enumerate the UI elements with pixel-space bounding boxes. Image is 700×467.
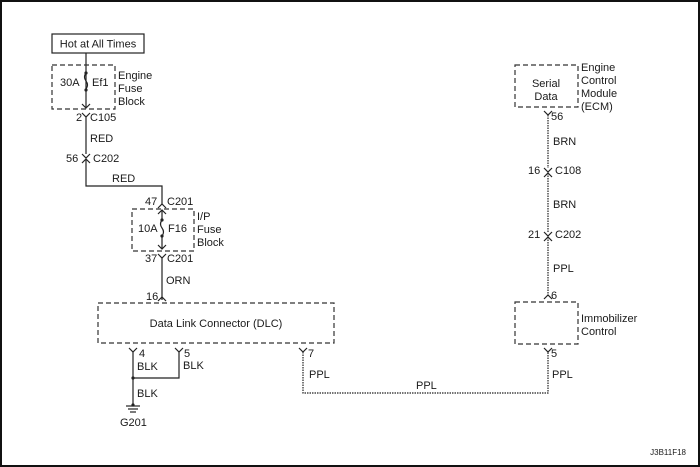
power-source-box: Hot at All Times [51, 33, 145, 54]
dlc-pin-16: 16 [146, 291, 158, 303]
c201-in-pin: 47 [145, 196, 157, 208]
wire-color-ppl-c202: PPL [553, 263, 574, 275]
immobilizer-control-module: 6 Immobilizer Control 5 [514, 290, 638, 360]
ecm-inner-label-2: Data [534, 91, 558, 103]
fuse-ef1-icon [83, 72, 89, 90]
fuse-f16-icon [159, 219, 165, 237]
fuse-f16-rating: 10A [138, 223, 158, 235]
power-source-label: Hot at All Times [60, 39, 137, 51]
serial-data-circuit: 7 PPL PPL PPL [298, 347, 573, 394]
c202-right-pin: 21 [528, 229, 540, 241]
wire-color-ppl-dlc: PPL [309, 369, 330, 381]
ecm-label-3: Module [581, 88, 617, 100]
immobilizer-label-1: Immobilizer [581, 313, 638, 325]
connector-c105: 2 C105 [76, 103, 116, 124]
dlc-pin-5: 5 [184, 348, 190, 360]
ecm-module: Serial Data Engine Control Module (ECM) … [514, 62, 617, 123]
c202-left-pin: 56 [66, 153, 78, 165]
engine-fuse-block-label-3: Block [118, 96, 145, 108]
engine-fuse-block-label-2: Fuse [118, 83, 142, 95]
c202-right-name: C202 [555, 229, 581, 241]
c202-left-name: C202 [93, 153, 119, 165]
c108-pin: 16 [528, 165, 540, 177]
immo-pin-6: 6 [551, 290, 557, 302]
fuse-ef1-id: Ef1 [92, 77, 109, 89]
wire-color-orn: ORN [166, 275, 191, 287]
fuse-ef1-rating: 30A [60, 77, 80, 89]
ground-g201-label: G201 [120, 417, 147, 429]
ecm-label-1: Engine [581, 62, 615, 74]
c108-name: C108 [555, 165, 581, 177]
ground-icon [126, 405, 140, 413]
connector-c201-out: 37 C201 [145, 253, 193, 265]
wire-color-blk-4: BLK [137, 361, 158, 373]
connector-c202-left: 56 C202 [66, 153, 119, 165]
dlc-pin-4: 4 [139, 348, 145, 360]
connector-c201-in: 47 C201 [145, 196, 193, 209]
ip-fuse-block-label-2: Fuse [197, 224, 221, 236]
connector-c202-right: 21 C202 [528, 229, 581, 242]
diagram-code: J3B11F18 [650, 448, 686, 457]
wire-color-red-2: RED [112, 173, 135, 185]
connector-c108: 16 C108 [528, 165, 581, 178]
wire-color-red-1: RED [90, 133, 113, 145]
dlc-connector: 16 Data Link Connector (DLC) [97, 291, 335, 344]
c105-name: C105 [90, 112, 116, 124]
ecm-pin-56: 56 [551, 111, 563, 123]
wire-color-ppl-immo: PPL [552, 369, 573, 381]
c201-in-name: C201 [167, 196, 193, 208]
immobilizer-label-2: Control [581, 326, 616, 338]
fuse-f16-id: F16 [168, 223, 187, 235]
wire-color-blk-ground: BLK [137, 388, 158, 400]
dlc-ground-circuit: 4 5 BLK BLK BLK G201 [120, 347, 204, 429]
dlc-label: Data Link Connector (DLC) [150, 318, 283, 330]
wire-color-brn-2: BRN [553, 199, 576, 211]
wire-color-blk-5: BLK [183, 360, 204, 372]
ecm-label-2: Control [581, 75, 616, 87]
wire-color-brn-1: BRN [553, 136, 576, 148]
immo-pin-5: 5 [551, 348, 557, 360]
c105-pin: 2 [76, 112, 82, 124]
connector-female-icon [81, 112, 91, 118]
dlc-pin-7: 7 [308, 348, 314, 360]
wire-color-ppl-bottom: PPL [416, 380, 437, 392]
ip-fuse-block-label-3: Block [197, 237, 224, 249]
ip-fuse-block-label-1: I/P [197, 211, 210, 223]
ip-fuse-block: 10A F16 I/P Fuse Block [131, 208, 224, 252]
engine-fuse-block-label-1: Engine [118, 70, 152, 82]
connector-male-icon [81, 103, 91, 109]
c201-out-name: C201 [167, 253, 193, 265]
c201-out-pin: 37 [145, 253, 157, 265]
engine-fuse-block: 30A Ef1 Engine Fuse Block [51, 64, 152, 110]
ecm-label-4: (ECM) [581, 101, 613, 113]
ecm-inner-label-1: Serial [532, 78, 560, 90]
